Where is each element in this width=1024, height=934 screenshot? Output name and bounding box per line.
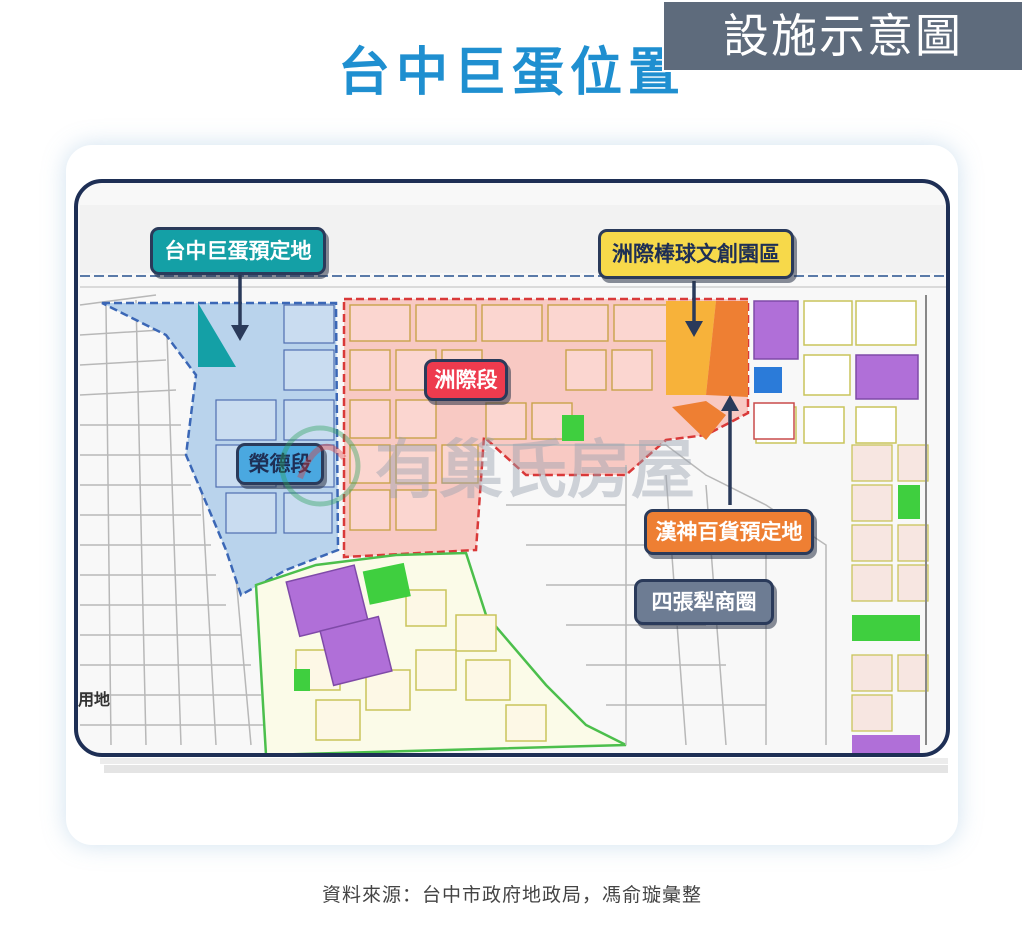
- rongde-section-callout: 榮德段: [236, 443, 324, 485]
- map-side-label: 用地: [78, 690, 111, 709]
- south-blocks: [295, 589, 547, 742]
- sizhangli-callout: 四張犁商圈: [634, 579, 774, 625]
- source-note: 資料來源：台中市政府地政局，馮俞璇彙整: [321, 884, 702, 906]
- right-block: [753, 402, 795, 440]
- school-block: [852, 735, 920, 753]
- baseball-park-callout: 洲際棒球文創園區: [598, 229, 794, 279]
- school-block: [753, 300, 799, 360]
- green-space: [362, 562, 411, 605]
- zhouji-blocks: [349, 304, 675, 531]
- green-space: [562, 415, 584, 441]
- blue-block: [754, 367, 782, 393]
- paper-edge: [100, 758, 948, 764]
- hanshin-site-callout: 漢神百貨預定地: [644, 509, 814, 555]
- green-space: [294, 669, 310, 691]
- right-blocks: [755, 300, 917, 444]
- map-card: 台中巨蛋預定地 洲際棒球文創園區 洲際段 榮德段 漢神百貨預定地 四張犁商圈 用…: [66, 145, 958, 845]
- street-grid-left: [79, 294, 276, 746]
- baseball-park-block: [666, 301, 716, 395]
- dome-site-block: [198, 303, 278, 367]
- zhouji-section-callout: 洲際段: [424, 359, 508, 401]
- right-strip-blocks: [851, 444, 929, 732]
- school-block: [855, 354, 919, 400]
- green-space: [898, 485, 920, 519]
- paper-edge: [104, 765, 948, 773]
- facility-diagram-badge: 設施示意圖: [662, 0, 1024, 72]
- hanshin-arrow-head: [721, 395, 739, 411]
- school-block: [319, 615, 393, 687]
- green-space: [852, 615, 920, 641]
- hanshin-site-block: [672, 401, 726, 440]
- page-title: 台中巨蛋位置: [337, 43, 686, 103]
- dome-arrow-head: [231, 325, 249, 341]
- dome-site-callout: 台中巨蛋預定地: [150, 227, 326, 275]
- baseball-arrow-head: [685, 321, 703, 337]
- baseball-park-block: [706, 301, 748, 397]
